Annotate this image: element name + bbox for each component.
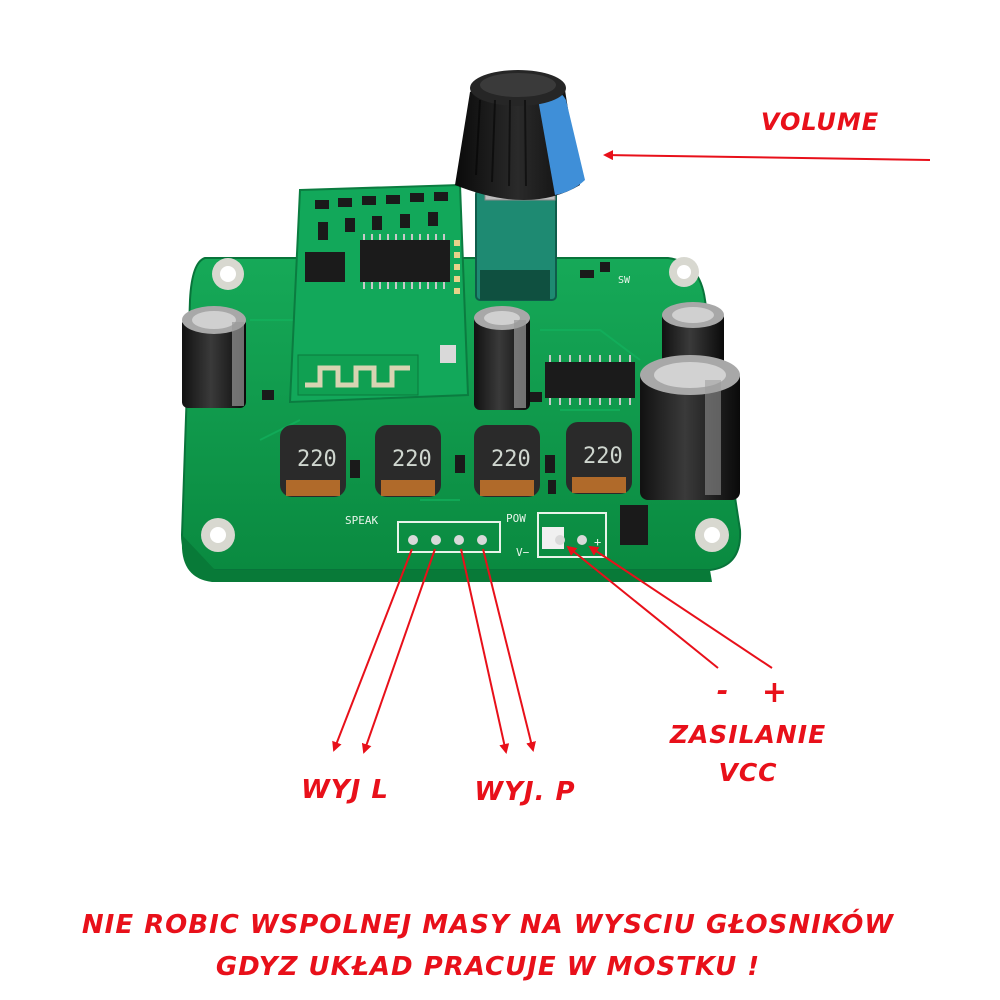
inductor-1: 220 bbox=[280, 425, 346, 497]
sw-silkscreen: SW bbox=[618, 275, 631, 286]
v-plus-silkscreen: + bbox=[594, 535, 601, 549]
inductor-4: 220 bbox=[566, 422, 632, 494]
speak-silkscreen: SPEAK bbox=[345, 514, 378, 527]
svg-text:220: 220 bbox=[392, 447, 432, 472]
volume-knob[interactable] bbox=[455, 70, 585, 200]
bt-chip bbox=[360, 240, 450, 282]
power-plus-arrow bbox=[588, 545, 773, 669]
output-left-label: WYJ L bbox=[301, 775, 389, 805]
annotation-arrows bbox=[332, 150, 931, 754]
output-left-arrow-2 bbox=[361, 548, 436, 754]
smd-components bbox=[262, 262, 648, 545]
pcb-antenna bbox=[305, 365, 410, 388]
warning-line-2: GDYZ UKŁAD PRACUJE W MOSTKU ! bbox=[216, 952, 760, 982]
output-left-arrow-1 bbox=[332, 548, 413, 752]
inductor-3: 220 bbox=[474, 425, 540, 497]
capacitor-center bbox=[474, 306, 530, 410]
power-minus-label: - bbox=[717, 674, 730, 707]
capacitor-left bbox=[182, 306, 246, 408]
warning-line-1: NIE ROBIC WSPOLNEJ MASY NA WYSCIU GŁOSNI… bbox=[82, 908, 894, 940]
amplifier-chip bbox=[545, 355, 635, 405]
volume-label: VOLUME bbox=[761, 108, 879, 136]
bt-regulator-chip bbox=[305, 252, 345, 282]
speaker-pad-l1 bbox=[408, 535, 418, 545]
svg-text:220: 220 bbox=[491, 447, 531, 472]
svg-text:220: 220 bbox=[583, 444, 623, 469]
power-minus-arrow bbox=[566, 545, 719, 669]
power-terminal-block: POW V− + bbox=[506, 512, 607, 559]
output-right-arrow-2 bbox=[482, 548, 536, 752]
v-minus-silkscreen: V− bbox=[516, 546, 530, 559]
capacitor-right-large bbox=[640, 355, 740, 500]
speaker-terminal-block: SPEAK bbox=[345, 514, 501, 553]
svg-text:220: 220 bbox=[297, 447, 337, 472]
power-pad-minus bbox=[555, 535, 565, 545]
power-pad-plus bbox=[577, 535, 587, 545]
output-right-label: WYJ. P bbox=[474, 777, 575, 807]
pow-silkscreen: POW bbox=[506, 512, 526, 525]
bluetooth-module bbox=[288, 183, 470, 404]
mounting-hole-top-right bbox=[669, 257, 699, 287]
mounting-hole-bottom-right bbox=[695, 518, 729, 552]
inductor-2: 220 bbox=[375, 425, 441, 497]
speaker-pad-p1 bbox=[454, 535, 464, 545]
speaker-pad-l2 bbox=[431, 535, 441, 545]
mounting-hole-top-left bbox=[212, 258, 244, 290]
power-plus-label: + bbox=[762, 675, 788, 710]
speaker-pad-p2 bbox=[477, 535, 487, 545]
power-label-line2: VCC bbox=[718, 758, 777, 787]
volume-arrow bbox=[603, 150, 931, 161]
mounting-hole-bottom-left bbox=[201, 518, 235, 552]
output-right-arrow-1 bbox=[460, 548, 510, 754]
power-label-line1: ZASILANIE bbox=[669, 720, 826, 749]
